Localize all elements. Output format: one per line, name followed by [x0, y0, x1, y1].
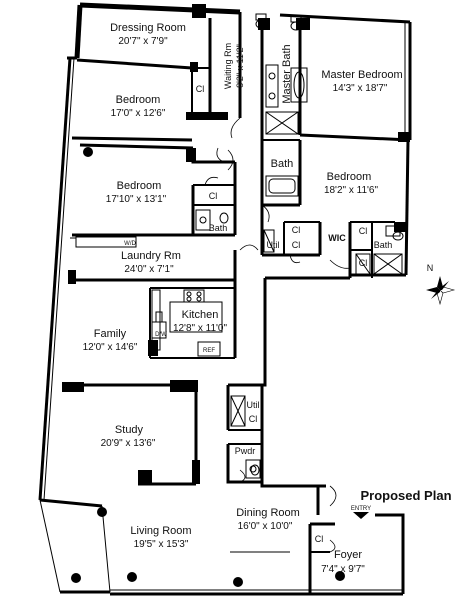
room-dims-laundry: 24'0" x 7'1"	[124, 264, 174, 275]
room-name-laundry: Laundry Rm	[121, 250, 181, 262]
refrigerator-icon	[197, 341, 221, 357]
room-dims-family: 12'0" x 14'6"	[83, 342, 138, 353]
room-name-bath-mid: Bath	[271, 158, 294, 170]
room-name-master-bedroom: Master Bedroom	[321, 69, 402, 81]
room-dims-foyer: 7'4" x 9'7"	[321, 564, 365, 575]
room-dims-bedroom-2: 17'10" x 13'1"	[106, 194, 167, 205]
washer-dryer-icon	[75, 236, 137, 248]
room-name-dining: Dining Room	[236, 507, 300, 519]
stove-icon	[183, 289, 205, 303]
closet-label: Cl	[292, 240, 301, 250]
room-name-waiting: Waiting Rm	[223, 43, 233, 89]
room-name-kitchen: Kitchen	[182, 309, 219, 321]
room-name-bedroom-2: Bedroom	[117, 180, 162, 192]
utility-box-icon	[263, 229, 275, 253]
refrigerator-label: REF	[203, 348, 215, 354]
room-dims-bedroom-3: 18'2" x 11'6"	[324, 185, 379, 196]
plan-title: Proposed Plan	[360, 488, 451, 503]
room-name-bath-right: Bath	[374, 240, 393, 250]
util-label: Util	[247, 400, 260, 410]
sink-icon	[265, 64, 279, 108]
toilet-icon	[219, 212, 229, 224]
closet-label: Cl	[196, 84, 205, 94]
sink-icon	[385, 225, 401, 237]
sink-icon	[245, 459, 261, 479]
interior-walls	[62, 4, 411, 594]
sink-icon	[195, 209, 211, 231]
fixtures	[70, 13, 404, 553]
room-dims-dressing: 20'7" x 7'9"	[118, 36, 168, 47]
room-name-study: Study	[115, 424, 144, 436]
room-name-dressing: Dressing Room	[110, 22, 186, 34]
room-name-wic: WIC	[328, 233, 346, 243]
room-name-bath-left: Bath	[209, 223, 228, 233]
closet-label: Cl	[209, 191, 218, 201]
room-dims-dining: 16'0" x 10'0"	[238, 521, 293, 532]
room-name-family: Family	[94, 328, 127, 340]
columns	[68, 147, 345, 587]
room-dims-waiting: 8'2" x 11'2"	[235, 44, 245, 88]
room-dims-bedroom-1: 17'0" x 12'6"	[111, 108, 166, 119]
toilet-icon	[250, 464, 260, 476]
room-dims-master-bedroom: 14'3" x 18'7"	[333, 83, 388, 94]
util-label: Util	[267, 240, 280, 250]
utility-box-icon	[230, 395, 246, 427]
closet-label: Cl	[359, 226, 368, 236]
room-dims-living: 19'5" x 15'3"	[134, 539, 189, 550]
toilet-icon	[290, 15, 302, 31]
room-name-living: Living Room	[130, 525, 191, 537]
closet-label: Cl	[249, 414, 258, 424]
room-name-bedroom-3: Bedroom	[327, 171, 372, 183]
compass-north-label: N	[427, 263, 434, 273]
dishwasher-label: D/W	[155, 332, 167, 338]
closet-label: Cl	[315, 534, 324, 544]
entry-label: ENTRY	[351, 506, 371, 512]
utility-box-icon	[355, 253, 371, 275]
shower-icon	[373, 253, 403, 275]
closet-label: Cl	[359, 258, 368, 268]
toilet-icon	[255, 13, 267, 29]
washer-dryer-label: W/D	[124, 241, 136, 247]
dishwasher-icon	[151, 321, 167, 339]
shower-icon	[265, 111, 299, 135]
room-name-foyer: Foyer	[334, 549, 362, 561]
room-name-bedroom-1: Bedroom	[116, 94, 161, 106]
room-dims-study: 20'9" x 13'6"	[101, 438, 156, 449]
closet-label: Cl	[292, 225, 301, 235]
room-labels: Dressing Room 20'7" x 7'9" Waiting Rm 8'…	[83, 22, 403, 575]
bathtub-icon	[265, 175, 299, 197]
room-name-pwdr: Pwdr	[235, 446, 256, 456]
entry-arrow-icon	[353, 512, 369, 519]
outer-walls	[38, 2, 412, 596]
compass-icon	[426, 276, 456, 306]
bathtub-icon	[290, 67, 308, 103]
doors	[204, 117, 351, 553]
room-name-master-bath: Master Bath	[281, 44, 293, 103]
room-dims-kitchen: 12'8" x 11'0"	[173, 323, 228, 334]
